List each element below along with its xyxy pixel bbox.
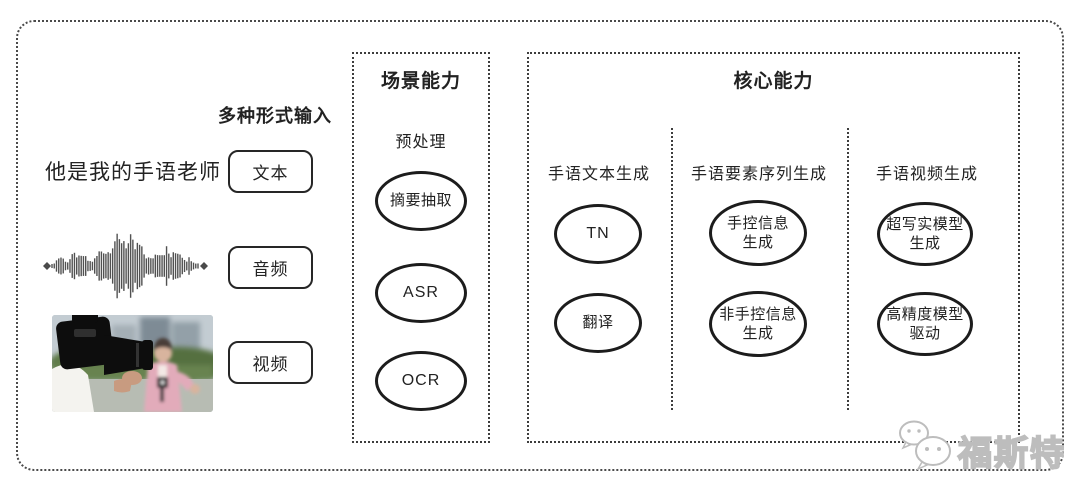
core-capability-title: 核心能力 [733,71,814,92]
input-box-audio-label: 音频 [252,260,289,279]
node-translation: 翻译 [554,293,642,353]
watermark-text: 福斯特 [957,434,1066,474]
node-manual-info-generation: 手控信息 生成 [709,200,807,266]
column-divider-2 [847,128,849,410]
sample-sentence-text: 他是我的手语老师 [45,161,221,184]
audio-waveform-icon [43,233,208,299]
column-header-sign-element-sequence-generation: 手语要素序列生成 [690,166,827,183]
node-non-manual-info-generation: 非手控信息 生成 [709,291,807,357]
input-section-label: 多种形式输入 [218,106,332,126]
node-tn: TN [554,204,642,264]
node-hyperrealistic-model-generation: 超写实模型 生成 [877,202,973,266]
input-box-text: 文本 [228,150,313,193]
column-header-sign-text-generation: 手语文本生成 [547,166,650,183]
column-divider-1 [671,128,673,410]
wechat-icon [899,420,951,471]
scene-capability-title: 场景能力 [380,71,461,92]
camera-reporter-photo [52,315,213,412]
node-high-precision-model-driving: 高精度模型 驱动 [877,292,973,356]
watermark: 福斯特 [896,418,1066,480]
node-summary-extraction: 摘要抽取 [375,171,467,231]
photo-illustration [52,315,213,412]
input-box-video-label: 视频 [252,355,289,374]
input-box-audio: 音频 [228,246,313,289]
node-asr: ASR [375,263,467,323]
preprocessing-label: 预处理 [395,134,447,151]
cameraman-figure [52,315,153,412]
input-box-text-label: 文本 [252,164,289,183]
input-box-video: 视频 [228,341,313,384]
column-header-sign-video-generation: 手语视频生成 [875,166,978,183]
node-ocr: OCR [375,351,467,411]
reporter-figure [144,338,200,412]
